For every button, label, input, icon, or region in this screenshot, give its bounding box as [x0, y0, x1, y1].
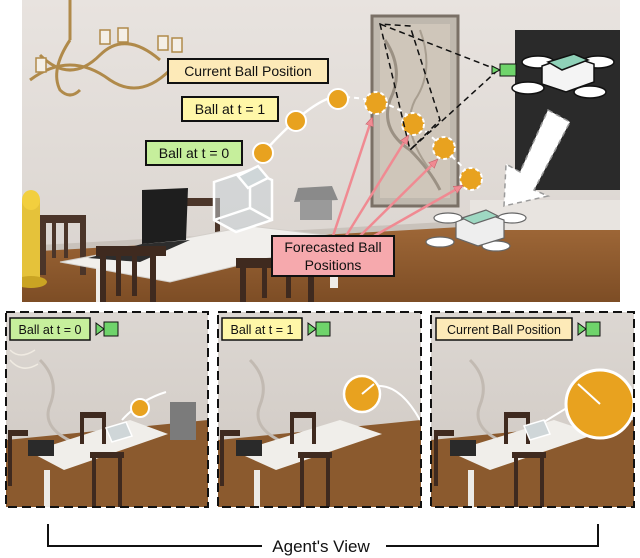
- ball-current: [327, 88, 349, 110]
- forecast-balls: [364, 91, 483, 191]
- label-forecasted-positions: Forecasted Ball Positions: [271, 235, 395, 277]
- trash-bin: [294, 186, 338, 220]
- golden-statue: [22, 190, 47, 288]
- drone-agent-future: [425, 209, 527, 252]
- agent-view-bracket: [47, 524, 599, 547]
- svg-text:Current Ball Position: Current Ball Position: [447, 323, 561, 337]
- label-ball-t1: Ball at t = 1: [181, 96, 279, 122]
- forecast-arrows: [331, 118, 462, 238]
- svg-text:Forecasted Ball: Forecasted Ball: [284, 239, 381, 255]
- agent-motion-arrow: [503, 108, 572, 207]
- agent-view-panel-t0: Ball at t = 0: [5, 311, 209, 508]
- svg-text:Ball at t = 0: Ball at t = 0: [159, 145, 230, 161]
- label-ball-t0: Ball at t = 0: [145, 140, 243, 166]
- chandelier: [29, 0, 172, 97]
- ball-t1: [285, 110, 307, 132]
- ball-t0: [252, 142, 274, 164]
- camera-frustum: [379, 23, 499, 152]
- drone-agent: [511, 53, 615, 99]
- ball-launcher: [212, 164, 274, 234]
- caption-agents-view: Agent's View: [272, 537, 370, 556]
- svg-text:Ball at t = 0: Ball at t = 0: [19, 323, 82, 337]
- svg-text:Ball at t = 1: Ball at t = 1: [195, 101, 266, 117]
- svg-text:Current Ball Position: Current Ball Position: [184, 63, 312, 79]
- agent-view-panel-t1: Ball at t = 1: [217, 311, 422, 508]
- top-scene: [22, 0, 620, 302]
- agent-view-panel-current: Current Ball Position: [430, 311, 635, 508]
- svg-text:Ball at t = 1: Ball at t = 1: [231, 323, 294, 337]
- label-current-position: Current Ball Position: [167, 58, 329, 84]
- svg-text:Positions: Positions: [305, 257, 362, 273]
- agent-camera-icon: [491, 63, 517, 77]
